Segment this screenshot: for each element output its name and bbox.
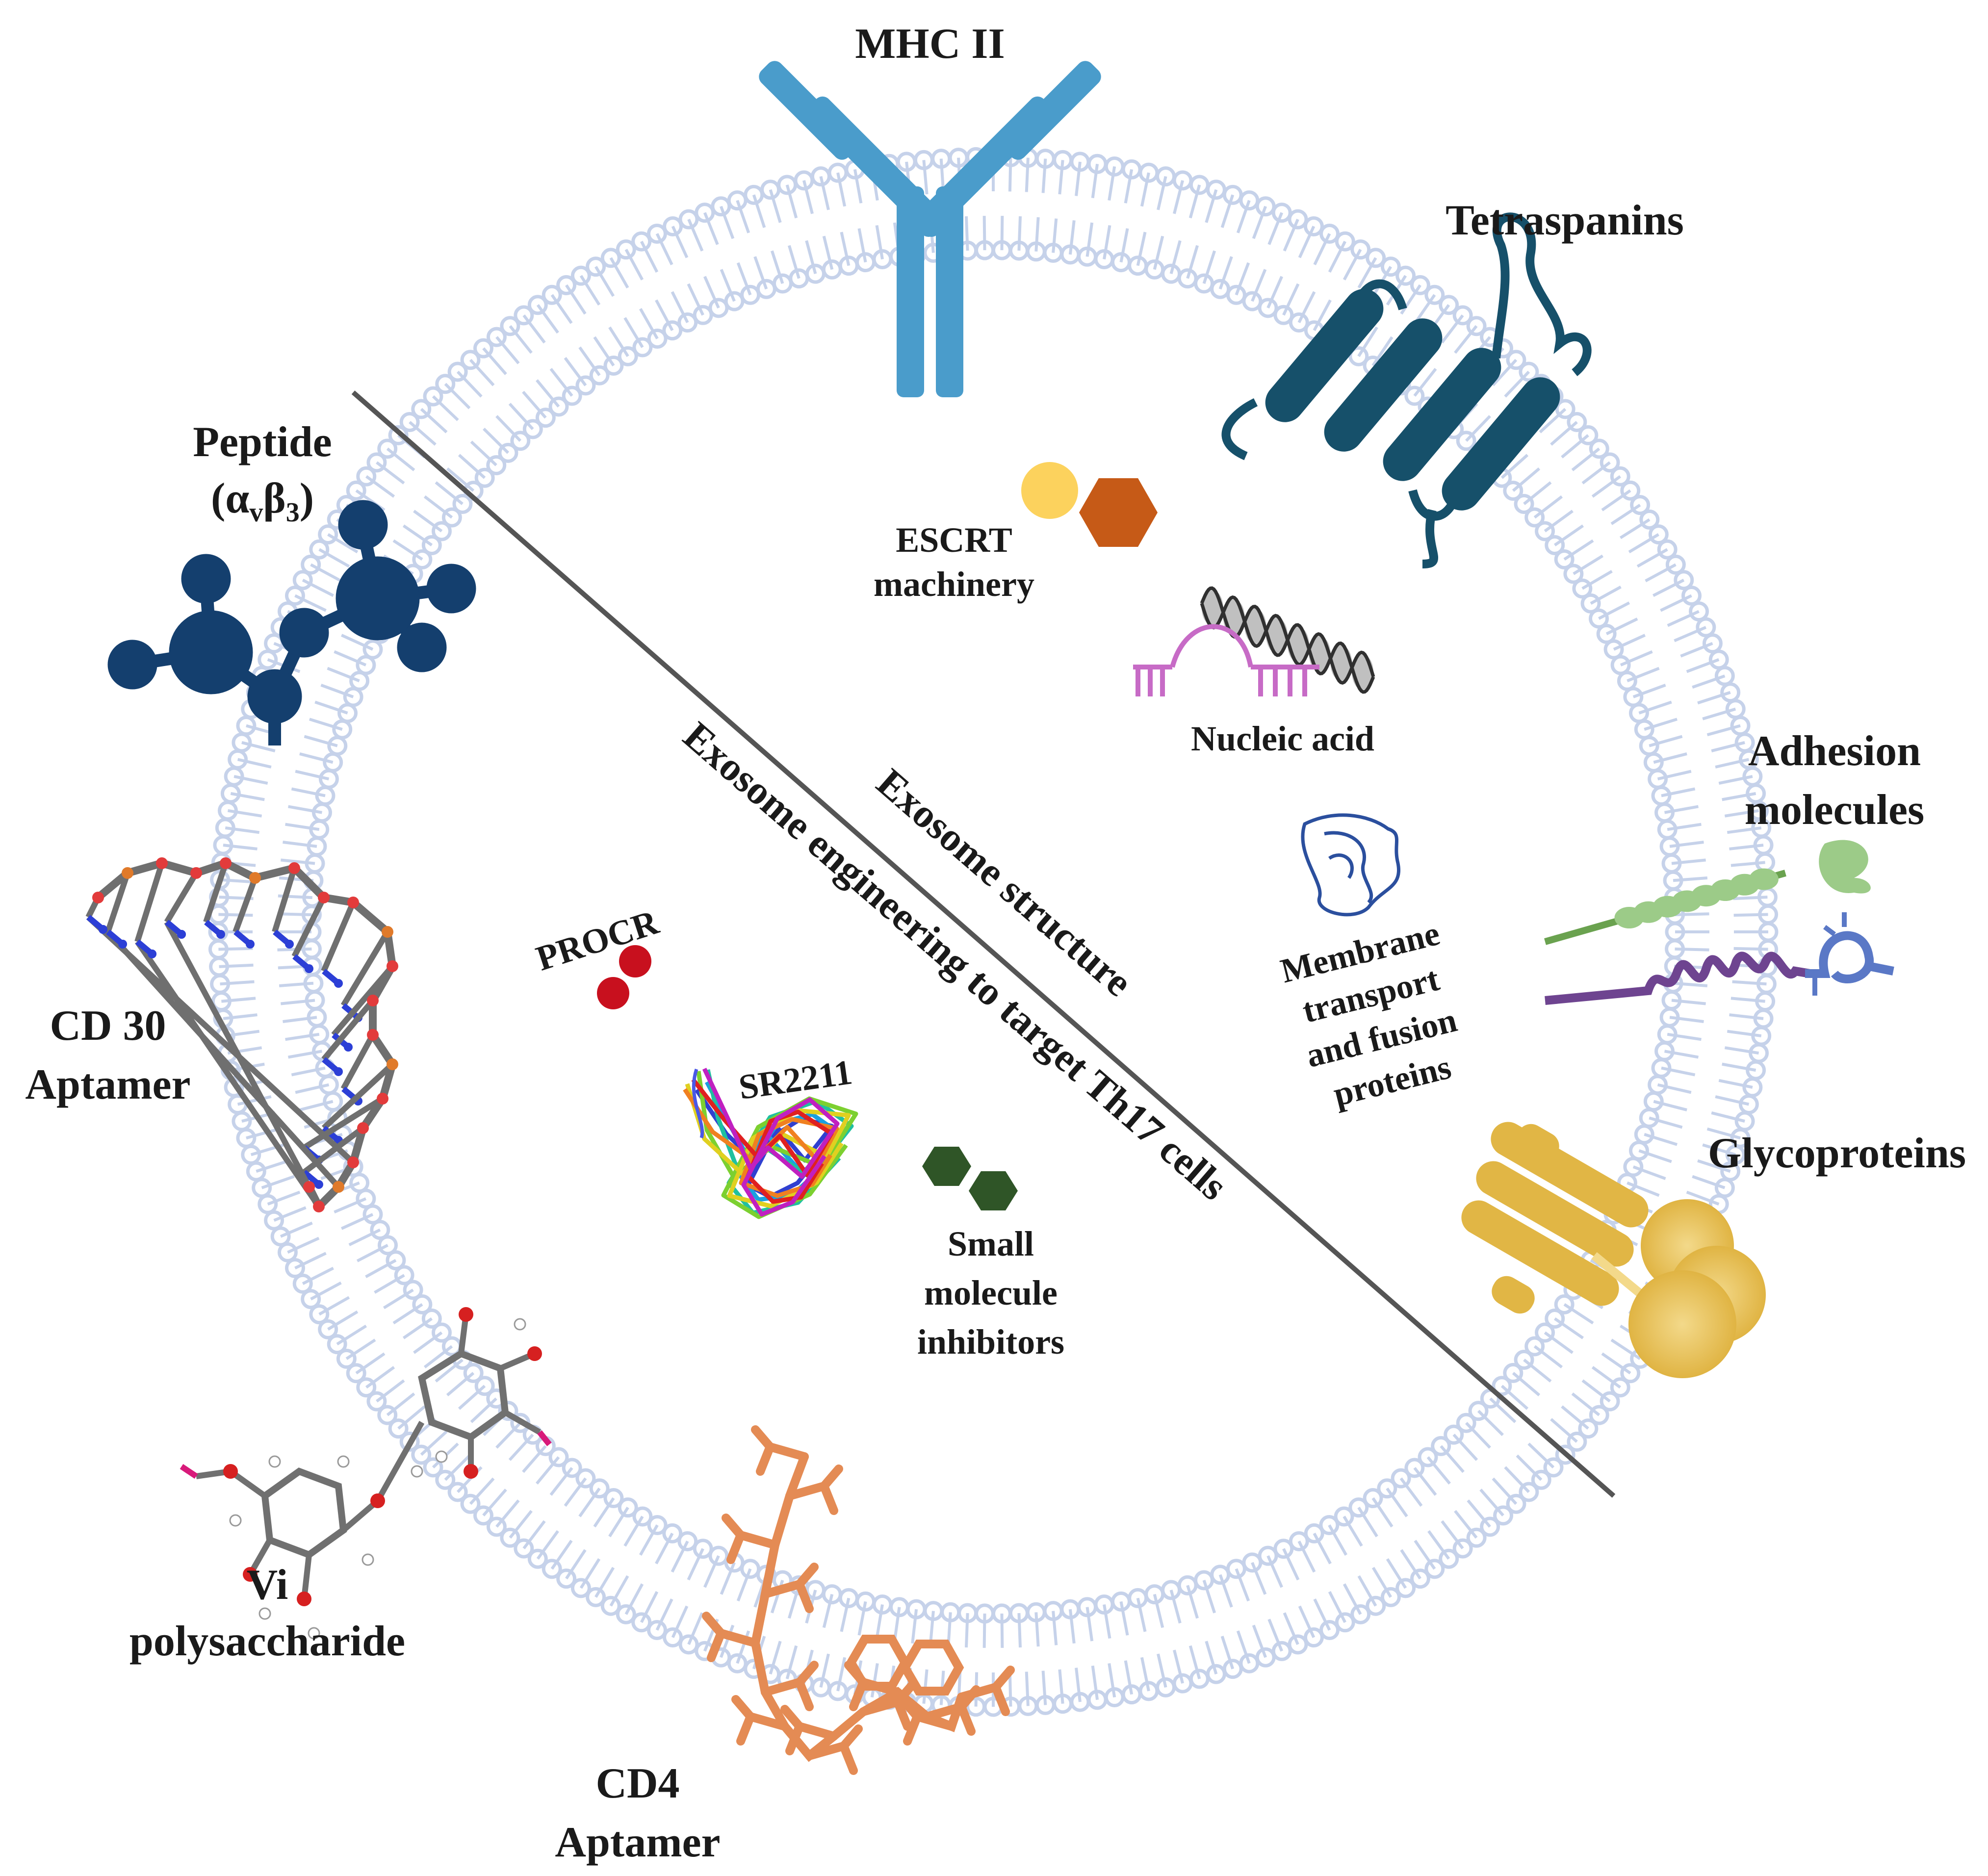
nucleic-acid-icon bbox=[1133, 586, 1375, 696]
label-peptide-formula: (αvβ3) bbox=[211, 475, 314, 528]
glycoprotein-icon bbox=[1461, 1122, 1766, 1378]
sr2211-protein-ribbon bbox=[683, 1068, 858, 1219]
label-tetraspanins: Tetraspanins bbox=[1446, 197, 1684, 244]
small-molecule-inhibitor-icon bbox=[922, 1147, 1018, 1210]
label-adhesion-molecules: molecules bbox=[1745, 786, 1925, 834]
rna-hairpin-icon bbox=[1133, 624, 1319, 696]
mhc-ii-icon bbox=[759, 61, 1101, 397]
label-inhibitors: inhibitors bbox=[917, 1322, 1064, 1362]
label-cd30: CD 30 bbox=[50, 1002, 166, 1050]
adhesion-molecules-icon bbox=[1544, 840, 1894, 1005]
cd30-aptamer-structure bbox=[85, 857, 398, 1212]
label-small: Small bbox=[948, 1224, 1034, 1263]
cd4-aptamer-structure bbox=[702, 1425, 1015, 1775]
label-adhesion: Adhesion bbox=[1748, 727, 1921, 775]
label-vi-polysaccharide: polysaccharide bbox=[129, 1618, 405, 1665]
peptide-molecule-icon bbox=[107, 500, 476, 745]
label-escrt-machinery: machinery bbox=[874, 565, 1034, 604]
procr-icon bbox=[597, 945, 651, 1009]
label-escrt: ESCRT bbox=[896, 520, 1012, 560]
label-glycoproteins: Glycoproteins bbox=[1708, 1130, 1966, 1177]
label-nucleic-acid: Nucleic acid bbox=[1191, 719, 1374, 758]
vi-polysaccharide-structure bbox=[180, 1307, 552, 1640]
label-cd4-aptamer: Aptamer bbox=[555, 1819, 720, 1866]
label-vi: Vi bbox=[247, 1561, 288, 1609]
escrt-machinery-icon bbox=[1021, 462, 1158, 547]
label-cd30-aptamer: Aptamer bbox=[25, 1061, 190, 1108]
label-mhc-ii: MHC II bbox=[855, 20, 1005, 68]
membrane-transport-protein-icon bbox=[1301, 813, 1400, 917]
label-exosome-structure: Exosome structure bbox=[868, 760, 1140, 1005]
label-peptide: Peptide bbox=[193, 418, 332, 466]
label-membrane-transport-group: Membrane transport and fusion proteins bbox=[1277, 915, 1460, 1114]
label-molecule: molecule bbox=[924, 1273, 1058, 1312]
tetraspanin-icon bbox=[1221, 212, 1592, 568]
label-cd4: CD4 bbox=[595, 1760, 679, 1807]
divider-line bbox=[351, 390, 1616, 1498]
label-sr2211: SR2211 bbox=[736, 1052, 854, 1107]
